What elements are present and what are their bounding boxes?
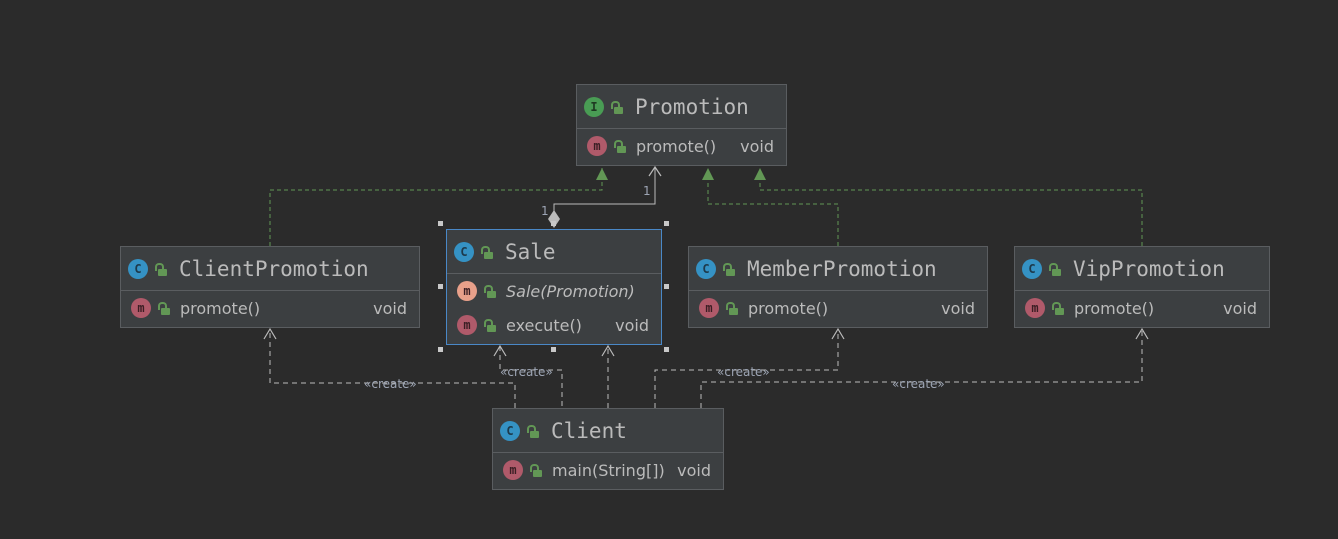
public-lock-icon bbox=[484, 284, 498, 298]
member-name: promote() bbox=[636, 136, 717, 156]
member-row[interactable]: m promote() void bbox=[689, 291, 987, 325]
method-m-icon: m bbox=[699, 298, 719, 318]
member-type: void bbox=[677, 460, 711, 480]
node-vip-promotion[interactable]: C VipPromotion m promote() void bbox=[1014, 246, 1270, 328]
create-arrow-sale-a bbox=[493, 344, 507, 357]
public-lock-icon bbox=[155, 262, 169, 276]
member-name: Sale(Promotion) bbox=[506, 281, 635, 301]
public-lock-icon bbox=[484, 318, 498, 332]
multiplicity-target: 1 bbox=[643, 184, 651, 198]
realization-edge-vip-promotion[interactable] bbox=[759, 168, 1143, 246]
node-title: VipPromotion bbox=[1073, 256, 1225, 281]
realization-edge-member-promotion[interactable] bbox=[707, 168, 839, 246]
public-lock-icon bbox=[158, 301, 172, 315]
node-title: Client bbox=[551, 418, 627, 443]
node-header: C ClientPromotion bbox=[121, 247, 419, 291]
class-c-icon: C bbox=[500, 420, 520, 441]
create-arrow-member-promotion bbox=[831, 327, 845, 340]
selection-handle[interactable] bbox=[438, 347, 443, 352]
member-name: promote() bbox=[1074, 298, 1155, 318]
node-promotion[interactable]: I Promotion m promote() void bbox=[576, 84, 787, 166]
selection-handle[interactable] bbox=[664, 347, 669, 352]
node-title: MemberPromotion bbox=[747, 256, 937, 281]
selection-handle[interactable] bbox=[438, 221, 443, 226]
member-type: void bbox=[615, 315, 649, 335]
public-lock-icon bbox=[611, 100, 625, 114]
selection-handle[interactable] bbox=[664, 221, 669, 226]
public-lock-icon bbox=[726, 301, 740, 315]
realization-arrowhead-member-promotion bbox=[702, 168, 714, 180]
selection-handle[interactable] bbox=[438, 284, 443, 289]
multiplicity-source: 1 bbox=[541, 204, 549, 218]
composition-open-arrow bbox=[648, 165, 662, 177]
member-type: void bbox=[740, 136, 774, 156]
node-header: C VipPromotion bbox=[1015, 247, 1269, 291]
member-type: void bbox=[941, 298, 975, 318]
node-header: C Sale bbox=[447, 230, 661, 274]
public-lock-icon bbox=[527, 424, 541, 438]
selection-handle[interactable] bbox=[551, 347, 556, 352]
node-header: C Client bbox=[493, 409, 723, 453]
selection-handle[interactable] bbox=[551, 221, 556, 226]
node-header: C MemberPromotion bbox=[689, 247, 987, 291]
method-m-icon: m bbox=[587, 136, 607, 156]
node-title: Promotion bbox=[635, 94, 749, 119]
class-c-icon: C bbox=[128, 258, 148, 279]
public-lock-icon bbox=[1052, 301, 1066, 315]
create-arrow-vip-promotion bbox=[1135, 327, 1149, 340]
create-edge-sale-a[interactable] bbox=[499, 346, 563, 408]
method-m-icon: m bbox=[457, 315, 477, 335]
public-lock-icon bbox=[723, 262, 737, 276]
member-row[interactable]: m execute() void bbox=[447, 308, 661, 342]
create-label-member-promotion: «create» bbox=[717, 365, 770, 379]
member-name: promote() bbox=[180, 298, 261, 318]
create-label-vip-promotion: «create» bbox=[892, 377, 945, 391]
public-lock-icon bbox=[530, 463, 544, 477]
method-m-icon: m bbox=[131, 298, 151, 318]
node-member-promotion[interactable]: C MemberPromotion m promote() void bbox=[688, 246, 988, 328]
create-edge-vip-promotion[interactable] bbox=[700, 330, 1143, 408]
node-header: I Promotion bbox=[577, 85, 786, 129]
node-title: Sale bbox=[505, 239, 556, 264]
realization-arrowhead-client-promotion bbox=[596, 168, 608, 180]
create-arrow-sale-b bbox=[601, 344, 615, 357]
member-row[interactable]: m Sale(Promotion) bbox=[447, 274, 661, 308]
interface-i-icon: I bbox=[584, 96, 604, 117]
node-title: ClientPromotion bbox=[179, 256, 369, 281]
node-sale[interactable]: C Sale m Sale(Promotion) m execute() voi… bbox=[446, 229, 662, 345]
member-name: main(String[]) bbox=[552, 460, 665, 480]
node-client-promotion[interactable]: C ClientPromotion m promote() void bbox=[120, 246, 420, 328]
member-name: promote() bbox=[748, 298, 829, 318]
public-lock-icon bbox=[1049, 262, 1063, 276]
public-lock-icon bbox=[481, 245, 495, 259]
public-lock-icon bbox=[614, 139, 628, 153]
member-row[interactable]: m promote() void bbox=[577, 129, 786, 163]
create-edge-client-promotion[interactable] bbox=[269, 330, 516, 408]
method-m-icon: m bbox=[503, 460, 523, 480]
member-type: void bbox=[373, 298, 407, 318]
create-arrow-client-promotion bbox=[263, 327, 277, 340]
method-m-icon: m bbox=[1025, 298, 1045, 318]
member-row[interactable]: m promote() void bbox=[1015, 291, 1269, 325]
create-label-sale: «create» bbox=[500, 365, 553, 379]
member-row[interactable]: m main(String[]) void bbox=[493, 453, 723, 487]
selection-handle[interactable] bbox=[664, 284, 669, 289]
member-name: execute() bbox=[506, 315, 582, 335]
class-c-icon: C bbox=[1022, 258, 1042, 279]
composition-edge-sale-promotion[interactable] bbox=[553, 168, 656, 212]
create-edge-member-promotion[interactable] bbox=[654, 330, 839, 408]
class-c-icon: C bbox=[454, 241, 474, 262]
member-type: void bbox=[1223, 298, 1257, 318]
realization-arrowhead-vip-promotion bbox=[754, 168, 766, 180]
class-c-icon: C bbox=[696, 258, 716, 279]
member-row[interactable]: m promote() void bbox=[121, 291, 419, 325]
create-label-client-promotion: «create» bbox=[364, 377, 417, 391]
constructor-m-icon: m bbox=[457, 281, 477, 301]
node-client[interactable]: C Client m main(String[]) void bbox=[492, 408, 724, 490]
